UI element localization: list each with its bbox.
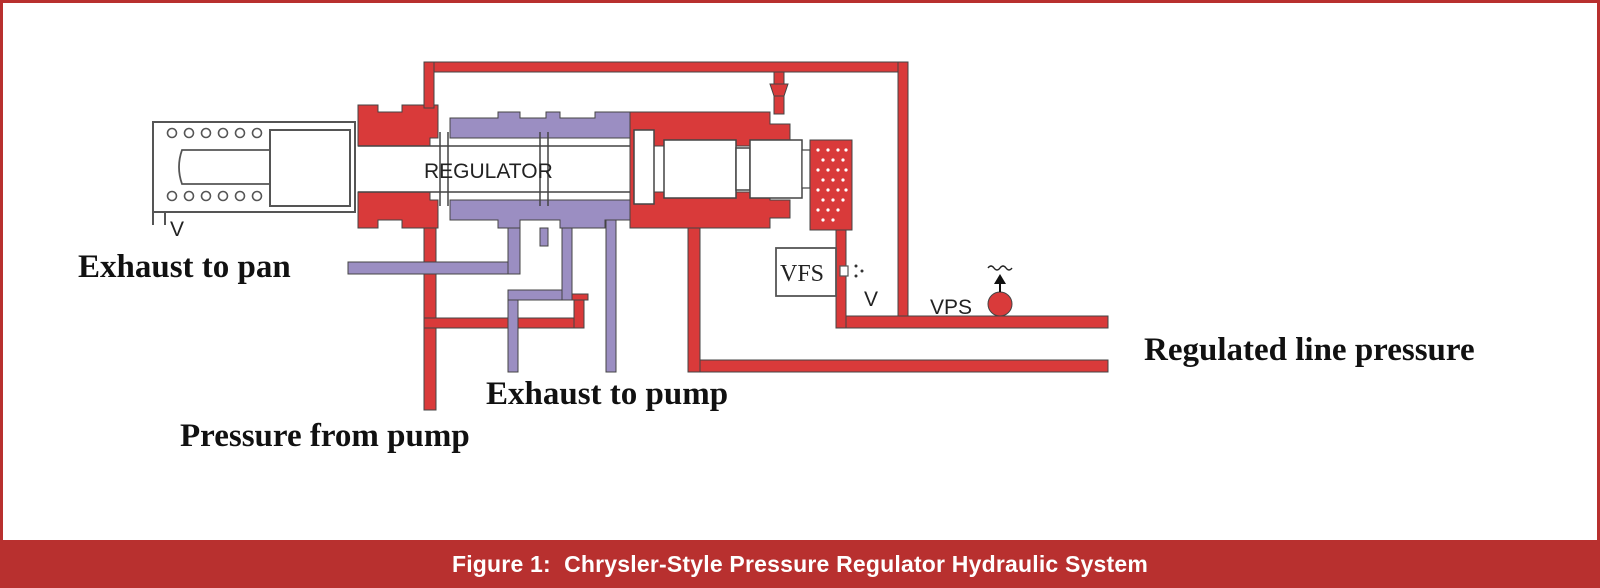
- solenoid-coil-bottom: [166, 190, 263, 202]
- line-pressure-passages: [423, 61, 1109, 411]
- solenoid-coil-top: [166, 127, 263, 139]
- vps-sensor: [987, 265, 1013, 317]
- exhaust-to-pump-label: Exhaust to pump: [486, 376, 728, 412]
- v-label-right: V: [864, 288, 878, 311]
- vfs-solenoid: [775, 247, 864, 297]
- solenoid-assembly: [152, 121, 356, 225]
- vfs-label: VFS: [780, 261, 824, 287]
- exhaust-passages: [347, 219, 617, 373]
- figure-caption-bar: Figure 1: Chrysler-Style Pressure Regula…: [0, 540, 1600, 588]
- vps-label: VPS: [930, 296, 972, 319]
- figure-caption: Figure 1: Chrysler-Style Pressure Regula…: [451, 550, 1149, 577]
- hydraulic-diagram: V: [78, 61, 1475, 454]
- feedback-chamber-dots: [816, 148, 848, 222]
- regulator-label: REGULATOR: [424, 160, 553, 183]
- regulated-line-pressure-label: Regulated line pressure: [1144, 332, 1475, 368]
- v-label-left: V: [170, 218, 184, 241]
- exhaust-to-pan-label: Exhaust to pan: [78, 249, 291, 285]
- regulator-valve: [357, 104, 853, 231]
- pressure-from-pump-label: Pressure from pump: [180, 418, 470, 454]
